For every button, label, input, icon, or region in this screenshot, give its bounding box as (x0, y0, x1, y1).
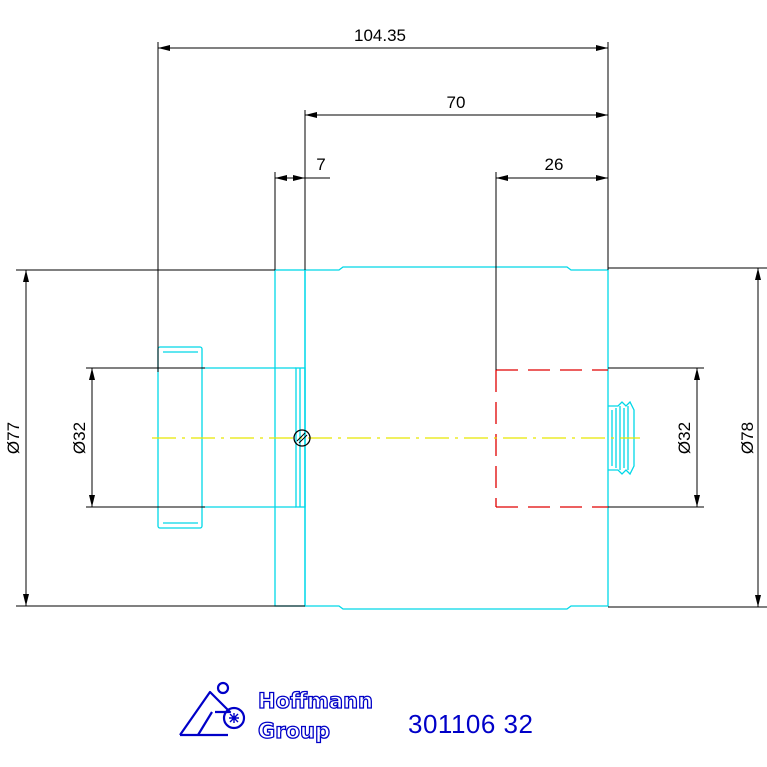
part-number: 301106 32 (408, 709, 534, 739)
dim-flange-width: 7 (316, 155, 325, 174)
logo-wordmark-line-1: Hoffmann (258, 689, 373, 713)
logo-mark-icon (179, 681, 246, 737)
logo-wordmark-line-2: Group (258, 719, 330, 743)
hoffmann-group-logo: Hoffmann Group (179, 681, 374, 744)
arrowheads (23, 45, 761, 607)
dim-left-bore-diameter: Ø32 (70, 422, 89, 454)
dim-thread-length: 26 (545, 155, 564, 174)
dim-left-outer-diameter: Ø77 (4, 422, 23, 454)
dim-body-length: 70 (447, 93, 466, 112)
center-ball (293, 429, 311, 447)
body-outline (304, 266, 609, 610)
dimension-lines (16, 42, 767, 608)
dim-overall-length: 104.35 (354, 26, 406, 45)
dim-right-bore-diameter: Ø32 (675, 422, 694, 454)
dim-right-outer-diameter: Ø78 (738, 422, 757, 454)
